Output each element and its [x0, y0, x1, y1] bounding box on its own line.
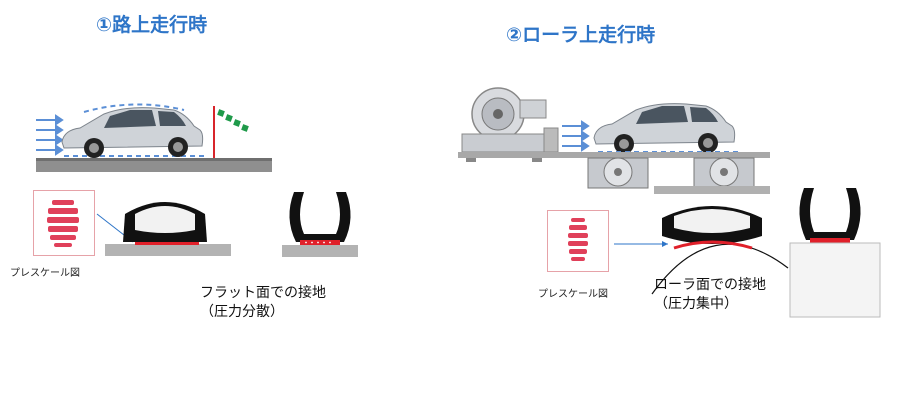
roller-airflow-arrows-icon: [562, 120, 590, 152]
flat-ground: [105, 244, 231, 256]
roller-surface: [651, 243, 789, 295]
flag-icon: [213, 106, 249, 158]
flat-contact-patch: [135, 242, 199, 245]
road-press-scale-label: プレスケール図: [10, 268, 80, 279]
roller-caption-line2: （圧力集中）: [654, 296, 738, 312]
press-scale-icon: [33, 190, 95, 256]
roller-contact-patch: [673, 240, 753, 250]
fan-machine-icon: [461, 87, 559, 162]
road-caption-line1: フラット面での接地: [200, 285, 326, 301]
roller-contact-diagram: [614, 206, 789, 295]
roller-press-scale-icon: [547, 210, 609, 272]
roller-panel-title: ②ローラ上走行時: [506, 24, 656, 46]
airflow-arrows-icon: [36, 103, 204, 157]
roller-car-icon: [593, 103, 738, 154]
road-surface: [36, 158, 272, 172]
road-panel-title: ①路上走行時: [96, 14, 208, 36]
roller-bench-scene: [458, 87, 770, 194]
tire-icon: [282, 192, 358, 257]
roller-tire-contact: [810, 238, 850, 243]
roller-caption-line1: ローラ面での接地: [654, 277, 766, 293]
flat-contact-diagram: [96, 202, 231, 256]
road-caption-line2: （圧力分散）: [200, 304, 284, 320]
road-driving-scene: [36, 103, 272, 172]
roller-tire-icon: [789, 188, 881, 318]
flat-tire-contact: [300, 240, 340, 245]
roller-caption: ローラ面での接地 （圧力集中）: [654, 276, 766, 314]
roller-press-scale-label: プレスケール図: [538, 289, 608, 300]
car-icon: [61, 107, 204, 158]
road-caption: フラット面での接地 （圧力分散）: [200, 284, 326, 322]
roller-icon: [587, 157, 770, 194]
